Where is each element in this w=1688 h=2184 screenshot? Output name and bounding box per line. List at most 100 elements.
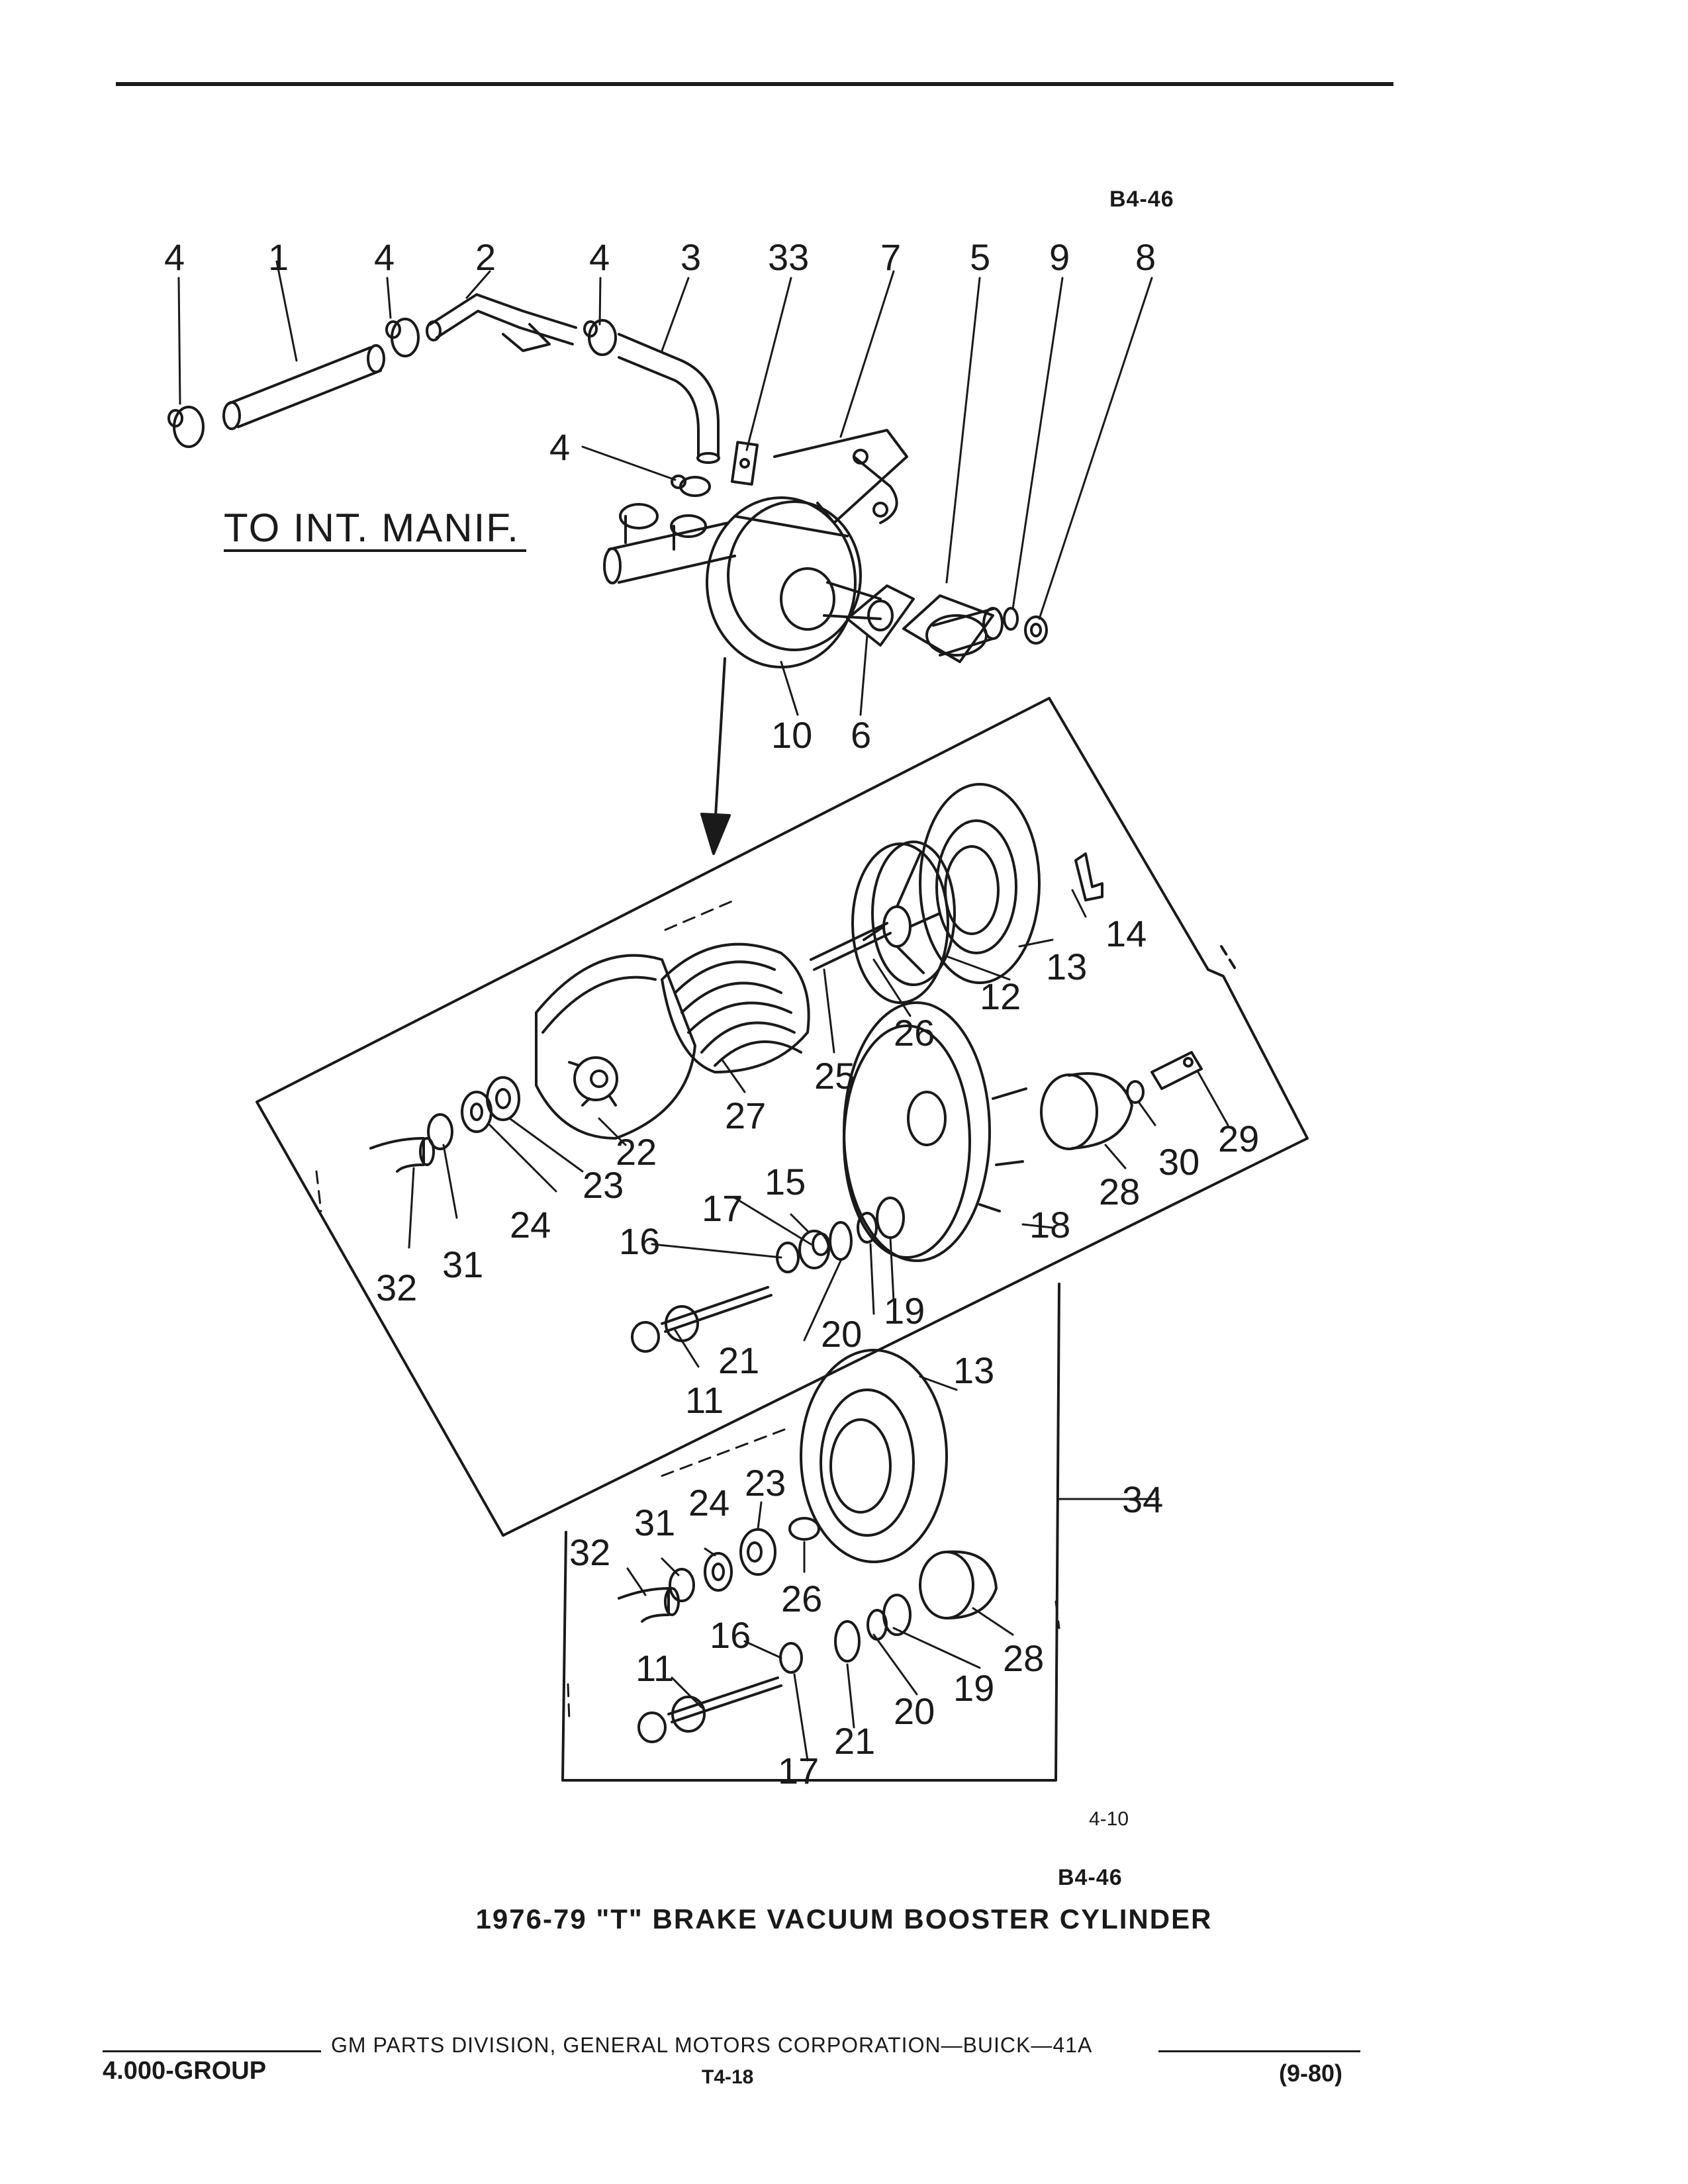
clevis-part-29 bbox=[1150, 1051, 1203, 1090]
washer-part-20 bbox=[857, 1212, 878, 1244]
callout-32: 32 bbox=[376, 1267, 417, 1308]
callout-4b: 4 bbox=[374, 236, 395, 278]
callout-kit-19: 19 bbox=[953, 1667, 994, 1709]
tube-part-2 bbox=[426, 293, 577, 352]
callout-4d: 4 bbox=[549, 426, 570, 468]
repair-kit-frame bbox=[561, 1283, 1060, 1782]
booster-housing-part-10 bbox=[706, 496, 882, 668]
kit-boot-part-28 bbox=[919, 1550, 998, 1619]
callout-5: 5 bbox=[970, 236, 990, 278]
callout-kit-23: 23 bbox=[745, 1462, 786, 1504]
callout-kit-31: 31 bbox=[634, 1502, 675, 1543]
callout-22: 22 bbox=[616, 1131, 657, 1173]
callout-12: 12 bbox=[980, 976, 1021, 1017]
exploded-view-frame bbox=[256, 697, 1309, 1537]
gasket-part-6 bbox=[846, 584, 915, 647]
footer-group: 4.000-GROUP bbox=[103, 2057, 267, 2085]
spring-part-27 bbox=[661, 942, 810, 1073]
kit-retainer-part-21 bbox=[834, 1620, 861, 1662]
callout-21: 21 bbox=[718, 1340, 759, 1381]
kit-valve-rod-part-11 bbox=[637, 1676, 782, 1743]
callout-kit-16: 16 bbox=[710, 1614, 751, 1656]
callout-15: 15 bbox=[765, 1161, 806, 1203]
callout-24: 24 bbox=[510, 1204, 551, 1246]
catalog-code-top: B4-46 bbox=[1109, 187, 1174, 212]
clip-part-14 bbox=[1074, 852, 1103, 901]
callouts-kit: 13 34 23 24 31 32 26 16 11 19 20 21 17 2… bbox=[569, 1349, 1163, 1792]
callout-28: 28 bbox=[1099, 1171, 1140, 1212]
hose-part-1 bbox=[222, 344, 385, 430]
header-rule bbox=[116, 82, 1393, 86]
boot-part-28 bbox=[1040, 1072, 1133, 1150]
clamp-part-4-left bbox=[167, 406, 205, 448]
callout-16: 16 bbox=[619, 1220, 660, 1262]
callout-kit-24: 24 bbox=[688, 1482, 729, 1524]
callout-kit-11: 11 bbox=[635, 1647, 674, 1689]
hose-part-3 bbox=[618, 333, 720, 464]
manifold-note: TO INT. MANIF. bbox=[224, 506, 520, 550]
rear-housing-part-22 bbox=[535, 954, 696, 1140]
check-valve-part-32 bbox=[369, 1137, 435, 1173]
kit-bumper-part-26 bbox=[788, 1517, 820, 1541]
callout-25: 25 bbox=[814, 1055, 855, 1097]
diaphragm-support-part-26 bbox=[851, 841, 956, 1004]
callout-kit-32: 32 bbox=[569, 1531, 610, 1573]
callout-kit-26: 26 bbox=[781, 1578, 822, 1619]
shim-part-33 bbox=[730, 441, 759, 486]
bracket-part-7 bbox=[773, 429, 908, 524]
callout-27: 27 bbox=[725, 1095, 766, 1136]
callout-7: 7 bbox=[880, 236, 901, 278]
callout-6: 6 bbox=[851, 714, 871, 756]
callout-30: 30 bbox=[1158, 1141, 1199, 1183]
callout-kit-28: 28 bbox=[1003, 1637, 1044, 1679]
callout-31: 31 bbox=[442, 1244, 483, 1285]
washer-part-31 bbox=[427, 1113, 453, 1150]
diaphragm-part-13 bbox=[919, 783, 1041, 984]
clamp-part-4-lower bbox=[671, 475, 711, 497]
kit-check-valve-part-32 bbox=[618, 1587, 680, 1623]
kit-diaphragm-part-13 bbox=[800, 1349, 948, 1563]
callout-17: 17 bbox=[702, 1187, 743, 1229]
dashed-guides bbox=[315, 899, 1060, 1722]
callout-kit-17: 17 bbox=[778, 1750, 819, 1792]
callout-3: 3 bbox=[680, 236, 701, 278]
front-housing-part-18 bbox=[843, 1001, 1027, 1262]
retainer-part-24 bbox=[461, 1091, 492, 1133]
kit-seal-part-23 bbox=[739, 1528, 776, 1576]
kit-retainer-part-24 bbox=[704, 1552, 733, 1592]
callout-2: 2 bbox=[475, 236, 496, 278]
callout-20: 20 bbox=[821, 1313, 862, 1355]
callout-kit-21: 21 bbox=[834, 1720, 875, 1762]
figure-number: 4-10 bbox=[1089, 1808, 1129, 1830]
callout-11: 11 bbox=[685, 1379, 724, 1421]
callout-13: 13 bbox=[1046, 946, 1087, 987]
callout-4a: 4 bbox=[164, 236, 185, 278]
callout-8: 8 bbox=[1135, 236, 1156, 278]
callout-29: 29 bbox=[1218, 1118, 1259, 1160]
retainer-part-21 bbox=[829, 1221, 853, 1261]
callout-1: 1 bbox=[268, 236, 289, 278]
footer-corporation: GM PARTS DIVISION, GENERAL MOTORS CORPOR… bbox=[331, 2033, 1093, 2057]
kit-washer-part-16 bbox=[779, 1642, 803, 1674]
kit-washer-part-31 bbox=[669, 1568, 695, 1602]
seal-part-17 bbox=[798, 1230, 830, 1269]
nut-part-30 bbox=[1126, 1080, 1145, 1104]
footer-page-code: T4-18 bbox=[702, 2066, 754, 2088]
footer-rule-left bbox=[103, 2050, 321, 2052]
callout-10: 10 bbox=[771, 714, 812, 756]
adapter-part-5 bbox=[902, 594, 1004, 663]
check-valve-fitting bbox=[603, 503, 736, 584]
kit-washer-part-20 bbox=[867, 1609, 888, 1641]
callout-kit-20: 20 bbox=[894, 1690, 935, 1732]
valve-rod-part-11 bbox=[631, 1286, 773, 1353]
callouts-top: 4 1 4 2 4 3 33 7 5 9 8 bbox=[164, 236, 1156, 278]
clamp-part-4-middle bbox=[583, 319, 617, 356]
callout-4c: 4 bbox=[589, 236, 610, 278]
callouts-exploded: 14 13 12 26 25 27 22 23 24 31 32 28 30 2… bbox=[376, 913, 1259, 1421]
callout-14: 14 bbox=[1105, 913, 1147, 954]
callout-19: 19 bbox=[884, 1290, 925, 1332]
leader-lines bbox=[177, 260, 1229, 1762]
washer-part-9 bbox=[1003, 607, 1019, 631]
footer-rule-right bbox=[1158, 2050, 1360, 2052]
